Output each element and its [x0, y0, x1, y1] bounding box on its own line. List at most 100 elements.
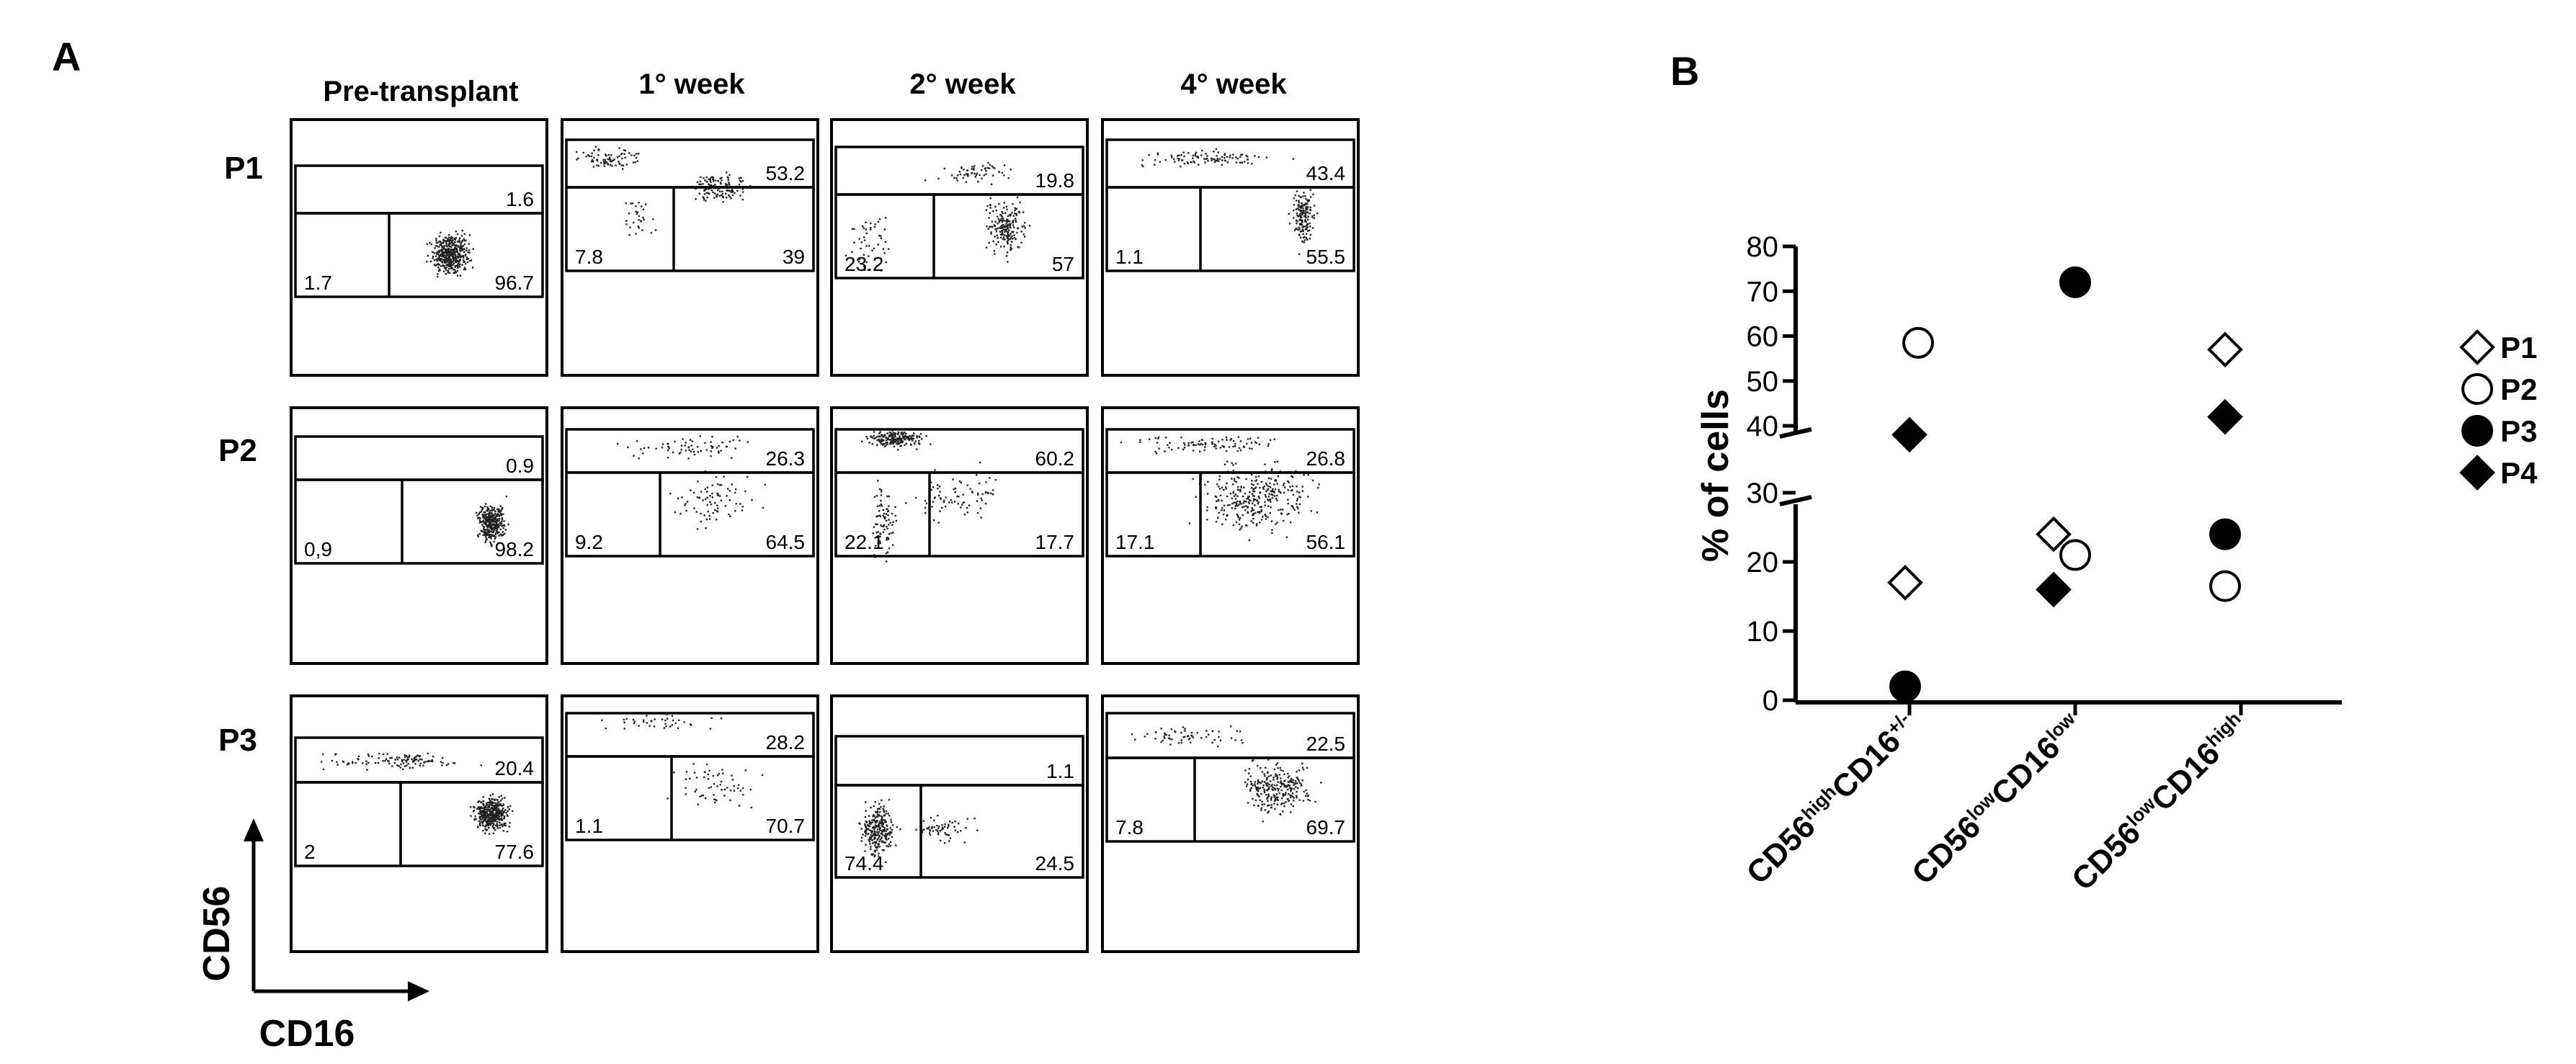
- event-dot: [1214, 495, 1216, 498]
- event-dot: [1183, 442, 1185, 444]
- event-dot: [1250, 487, 1253, 489]
- event-dot: [1280, 782, 1283, 784]
- event-dot: [863, 227, 865, 229]
- event-dot: [726, 189, 728, 192]
- event-dot: [487, 509, 490, 511]
- event-dot: [1164, 733, 1167, 736]
- event-dot: [726, 787, 728, 789]
- event-dot: [985, 209, 988, 211]
- event-dot: [1289, 779, 1291, 782]
- event-dot: [731, 457, 733, 459]
- event-dot: [1296, 503, 1298, 505]
- event-dot: [500, 817, 503, 820]
- event-dot: [1206, 155, 1208, 157]
- event-dot: [1255, 787, 1257, 790]
- event-dot: [868, 825, 870, 827]
- event-dot: [1224, 463, 1226, 465]
- event-dot: [731, 194, 734, 197]
- event-dot: [1259, 522, 1261, 524]
- event-dot: [1238, 477, 1240, 479]
- event-dot: [1236, 158, 1239, 160]
- event-dot: [716, 447, 718, 449]
- event-dot: [883, 829, 886, 831]
- event-dot: [449, 239, 452, 241]
- event-dot: [1012, 226, 1015, 228]
- event-dot: [878, 264, 881, 266]
- event-dot: [700, 795, 703, 797]
- event-dot: [492, 810, 494, 812]
- event-dot: [955, 177, 958, 179]
- event-dot: [924, 506, 927, 509]
- event-dot: [1001, 227, 1004, 229]
- event-dot: [992, 489, 994, 491]
- plot-frame: [1101, 406, 1360, 665]
- event-dot: [710, 786, 712, 788]
- event-dot: [1012, 224, 1015, 226]
- event-dot: [882, 443, 884, 445]
- event-dot: [450, 238, 453, 240]
- event-dot: [1267, 810, 1270, 813]
- event-dot: [1265, 514, 1267, 517]
- event-dot: [857, 261, 860, 263]
- event-dot: [346, 764, 349, 766]
- event-dot: [870, 806, 872, 809]
- event-dot: [858, 258, 861, 260]
- event-dot: [1170, 154, 1172, 156]
- event-dot: [994, 225, 996, 227]
- event-dot: [1265, 784, 1267, 786]
- event-dot: [1241, 161, 1244, 164]
- event-dot: [872, 532, 874, 535]
- event-dot: [1236, 500, 1239, 503]
- event-dot: [1194, 155, 1197, 157]
- gate-left-value: 22.1: [844, 531, 884, 553]
- event-dot: [447, 233, 450, 236]
- panel-b-label: B: [1670, 48, 1699, 94]
- event-dot: [891, 437, 893, 439]
- event-dot: [654, 229, 657, 231]
- event-dot: [1306, 223, 1309, 225]
- event-dot: [690, 724, 692, 726]
- event-dot: [714, 501, 716, 504]
- event-dot: [500, 520, 503, 523]
- event-dots: [321, 752, 514, 835]
- event-dot: [889, 827, 891, 829]
- event-dot: [885, 830, 887, 833]
- event-dot: [1014, 237, 1016, 239]
- event-dot: [1237, 517, 1239, 519]
- event-dot: [901, 436, 904, 438]
- event-dot: [693, 507, 695, 509]
- event-dot: [1299, 496, 1301, 499]
- event-dot: [706, 181, 708, 183]
- event-dot: [888, 533, 891, 535]
- event-dot: [488, 833, 491, 835]
- event-dot: [448, 265, 451, 268]
- event-dot: [1250, 473, 1253, 475]
- event-dot: [1260, 510, 1262, 513]
- event-dot: [608, 156, 611, 158]
- event-dot: [948, 840, 950, 842]
- event-dot: [736, 787, 739, 790]
- event-dot: [1006, 236, 1009, 238]
- event-dot: [1005, 223, 1007, 225]
- event-dot: [633, 221, 635, 224]
- event-dot: [1292, 507, 1295, 509]
- event-dot: [485, 824, 487, 826]
- event-dot: [921, 831, 924, 833]
- event-dot: [448, 251, 450, 254]
- event-dot: [1187, 162, 1189, 164]
- event-dot: [497, 542, 499, 545]
- event-dot: [1028, 225, 1031, 227]
- event-dot: [1277, 475, 1280, 478]
- event-dot: [1301, 490, 1304, 492]
- event-dot: [958, 496, 960, 498]
- event-dot: [1261, 771, 1264, 773]
- event-dot: [1298, 511, 1300, 514]
- event-dot: [1301, 211, 1303, 214]
- event-dot: [712, 191, 714, 194]
- event-dot: [1006, 255, 1008, 257]
- event-dot: [501, 535, 503, 537]
- event-dot: [1012, 215, 1015, 217]
- event-dot: [1296, 228, 1298, 230]
